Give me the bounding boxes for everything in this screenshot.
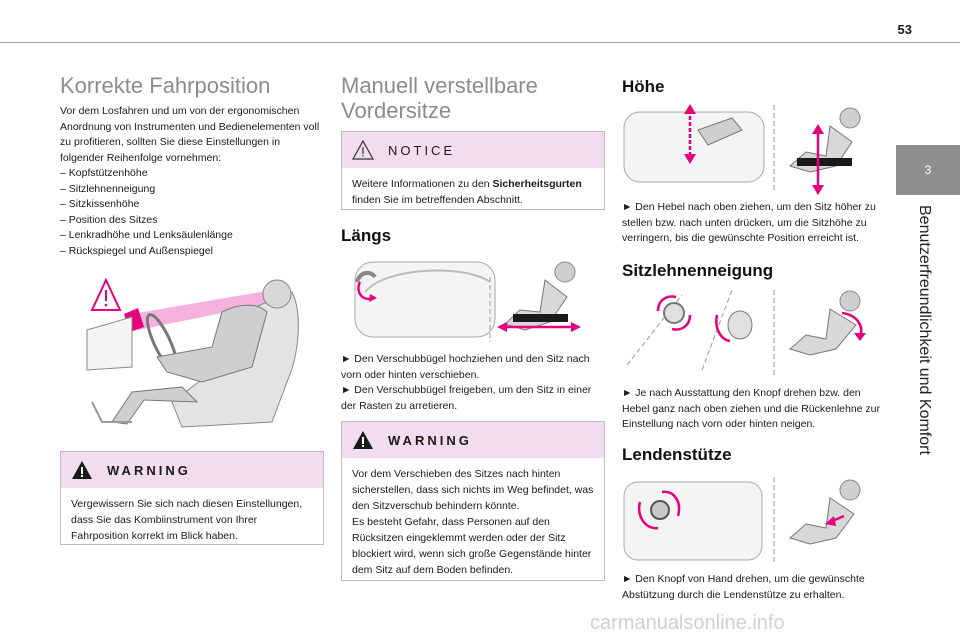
chapter-title: Benutzerfreundlichkeit und Komfort — [916, 205, 933, 455]
chapter-tab-number: 3 — [924, 163, 932, 177]
chapter-tab[interactable]: 3 — [896, 145, 960, 195]
laengs-step-1: ► Den Verschubbügel hochziehen und den S… — [341, 353, 590, 381]
backrest-adjustment-illustration — [626, 289, 866, 375]
notice-text: Weitere Informationen zu den Sicherheits… — [342, 168, 604, 216]
warning-label: WARNING — [388, 432, 472, 448]
notice-link-sicherheitsgurte: Sicherheitsgurten — [492, 178, 582, 190]
notice-text-pre: Weitere Informationen zu den — [352, 178, 493, 190]
adjustment-list: – Kopfstützenhöhe – Sitzlehnenneigung – … — [60, 166, 322, 259]
hoehe-instructions: ► Den Hebel nach oben ziehen, um den Sit… — [622, 201, 876, 244]
warning-icon — [72, 461, 92, 479]
warning-text-1: Vor dem Verschieben des Sitzes nach hint… — [352, 468, 594, 512]
warning-label: WARNING — [107, 462, 191, 478]
warning-text: Vor dem Verschieben des Sitzes nach hint… — [342, 458, 604, 586]
watermark: carmanualsonline.info — [590, 612, 785, 634]
warning-box-laengs: WARNING Vor dem Verschieben des Sitzes n… — [341, 421, 605, 581]
page-number: 53 — [897, 22, 912, 37]
heading-lendenstuetze: Lendenstütze — [622, 445, 732, 464]
laengs-step-2: ► Den Verschubbügel freigeben, um den Si… — [341, 384, 592, 412]
list-item: – Position des Sitzes — [60, 213, 158, 226]
title-line-2: Vordersitze — [341, 98, 452, 123]
neigung-instructions: ► Je nach Ausstattung den Knopf drehen b… — [622, 387, 881, 430]
list-item: – Sitzlehnenneigung — [60, 182, 156, 195]
list-item: – Rückspiegel und Außenspiegel — [60, 244, 213, 257]
heading-sitzlehnenneigung: Sitzlehnenneigung — [622, 261, 774, 280]
title-line-1: Manuell verstellbare — [341, 73, 538, 98]
notice-box: NOTICE Weitere Informationen zu den Sich… — [341, 131, 605, 210]
notice-icon — [352, 140, 374, 160]
warning-icon — [353, 431, 373, 449]
warning-text: Vergewissern Sie sich nach diesen Einste… — [71, 498, 303, 542]
heading-laengs: Längs — [341, 226, 392, 245]
lenden-instructions: ► Den Knopf von Hand drehen, um die gewü… — [622, 573, 865, 601]
height-adjustment-illustration — [623, 104, 861, 195]
driving-position-illustration — [86, 277, 299, 428]
notice-label: NOTICE — [388, 142, 456, 158]
list-item: – Lenkradhöhe und Lenksäulenlänge — [60, 229, 233, 241]
warning-box-fahrposition: WARNING Vergewissern Sie sich nach diese… — [60, 451, 324, 545]
header-rule — [0, 42, 960, 43]
longitudinal-adjustment-illustration — [354, 261, 581, 342]
section-title-fahrposition: Korrekte Fahrposition — [60, 73, 271, 98]
warning-triangle-icon — [90, 277, 122, 311]
laengs-instructions: ► Den Verschubbügel hochziehen und den S… — [341, 352, 603, 414]
list-item: – Sitzkissenhöhe — [60, 198, 140, 210]
notice-text-post: finden Sie im betreffenden Abschnitt. — [352, 194, 523, 206]
intro-text: Vor dem Losfahren und um von der ergonom… — [60, 105, 320, 164]
lumbar-support-illustration — [623, 477, 861, 562]
warning-text-2: Es besteht Gefahr, dass Personen auf den… — [352, 516, 592, 576]
list-item: – Kopfstützenhöhe — [60, 167, 148, 179]
column-1: Korrekte Fahrposition Vor dem Losfahren … — [60, 73, 322, 259]
heading-hoehe: Höhe — [622, 77, 665, 96]
